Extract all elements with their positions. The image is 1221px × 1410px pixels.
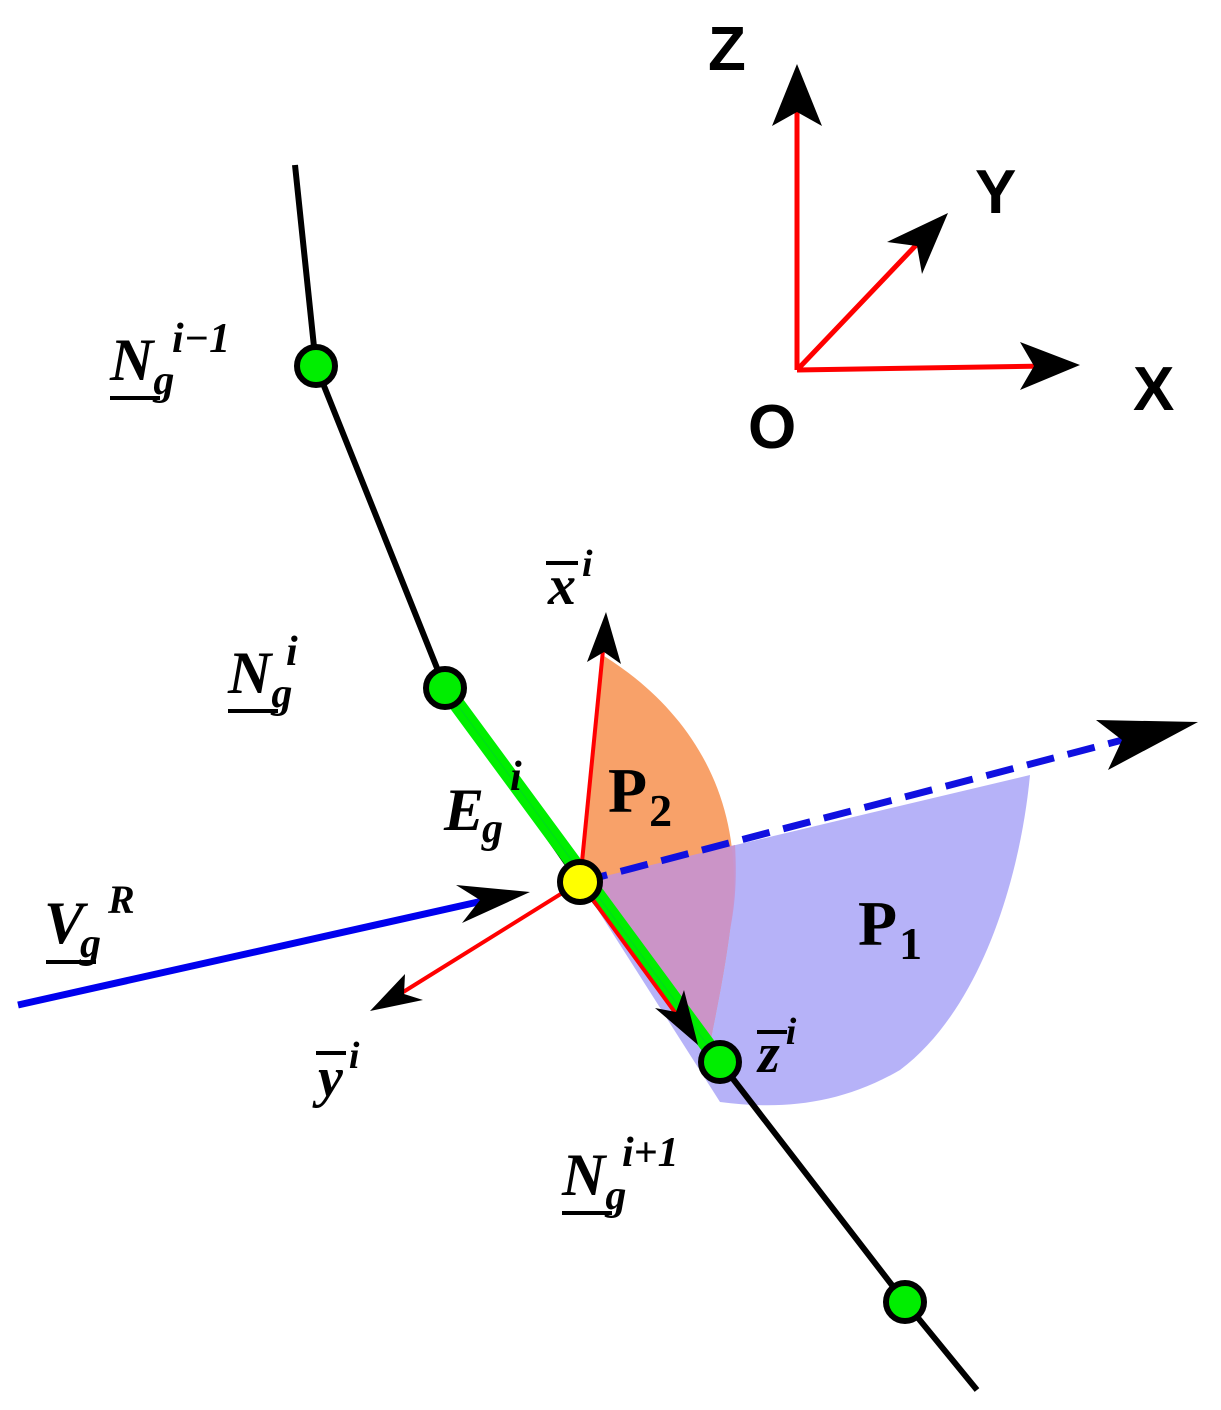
node-prev-label: Ng i−1	[109, 316, 230, 404]
node-next-main: N	[561, 1142, 608, 1208]
z-arrowhead	[772, 64, 822, 126]
local-z-axis	[578, 880, 684, 1024]
node-prev	[294, 344, 338, 388]
svg-text:Vg: Vg	[44, 890, 101, 967]
velocity-arrowhead	[456, 885, 530, 923]
node-next	[698, 1040, 742, 1084]
y-axis	[795, 239, 922, 372]
node-next-sup: i+1	[622, 1130, 679, 1176]
node-curr-main: N	[227, 640, 274, 706]
region-p2-main: P	[608, 755, 647, 826]
svg-text:xi: xi	[547, 543, 593, 617]
region-p2-sub: 2	[649, 785, 672, 836]
z-axis-label: Z	[708, 15, 746, 84]
local-x-arrowhead	[587, 612, 621, 664]
element-label: Eg i	[443, 754, 522, 852]
svg-text:P1: P1	[858, 888, 922, 969]
local-z-sup: i	[786, 1011, 797, 1053]
node-curr-label: Ng i	[227, 629, 298, 717]
dashed-direction-line	[579, 734, 1131, 886]
x-axis-label: X	[1133, 355, 1174, 424]
local-y-arrowhead	[370, 974, 423, 1011]
node-prev-sup: i−1	[172, 316, 230, 362]
svg-text:Ng: Ng	[561, 1142, 626, 1219]
svg-text:P2: P2	[608, 755, 672, 836]
region-p2-label: P2	[608, 755, 672, 836]
local-y-sup: i	[349, 1035, 360, 1077]
svg-text:Ng: Ng	[109, 327, 174, 404]
region-overlap	[580, 845, 736, 1055]
local-z-arrowhead	[655, 990, 698, 1045]
node-prev-main: N	[109, 327, 156, 393]
node-curr-sup: i	[286, 629, 298, 675]
local-z-main: z	[756, 1023, 780, 1085]
velocity-sub: g	[79, 921, 101, 967]
svg-text:Ng: Ng	[227, 640, 292, 717]
node-curr-sub: g	[270, 671, 292, 717]
velocity-sup: R	[107, 877, 135, 922]
local-y-axis	[398, 880, 582, 996]
local-x-axis	[578, 639, 606, 883]
x-arrowhead	[1020, 342, 1080, 390]
node-next-label: Ng i+1	[561, 1130, 679, 1219]
svg-text:zi: zi	[756, 1011, 797, 1085]
velocity-main: V	[44, 890, 89, 956]
region-p1-main: P	[858, 888, 897, 959]
y-arrowhead	[887, 213, 948, 274]
node-curr	[423, 666, 467, 710]
origin-label: O	[748, 393, 796, 462]
element-main: E	[443, 777, 484, 843]
node-prev-sub: g	[152, 358, 174, 404]
element-sup: i	[510, 754, 522, 800]
local-x-sup: i	[582, 543, 593, 585]
y-axis-label: Y	[975, 158, 1016, 227]
dashed-direction-arrowhead	[1096, 720, 1198, 770]
integration-point	[557, 859, 603, 905]
local-y-main: y	[312, 1047, 344, 1109]
global-axes: Z Y X O	[708, 15, 1174, 462]
element-sub: g	[481, 806, 503, 852]
svg-text:yi: yi	[312, 1035, 360, 1109]
velocity-label: Vg R	[44, 877, 135, 967]
node-after	[883, 1280, 927, 1324]
x-axis	[796, 363, 1049, 373]
velocity-vector	[17, 894, 497, 1009]
region-p1-label: P1	[858, 888, 922, 969]
svg-text:Eg: Eg	[443, 777, 503, 852]
local-x-main: x	[547, 555, 576, 617]
node-next-sub: g	[604, 1173, 626, 1219]
region-p1-sub: 1	[899, 918, 922, 969]
